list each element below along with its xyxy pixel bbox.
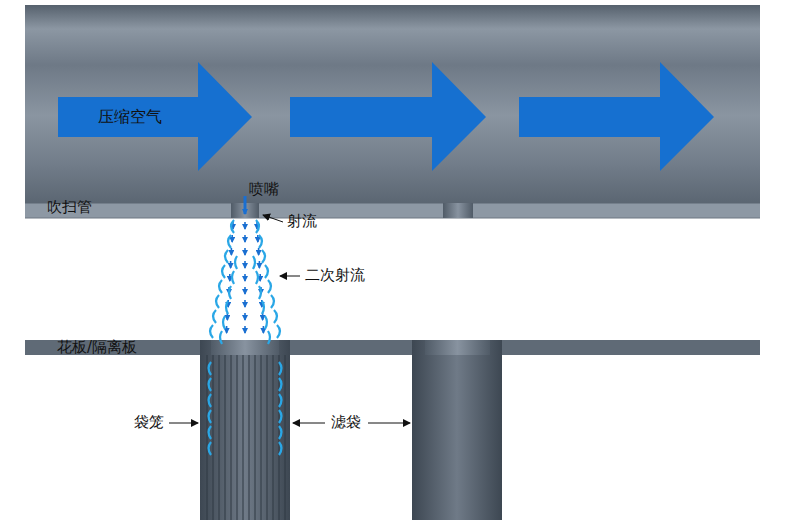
secondary-jet	[253, 256, 255, 269]
secondary-jet	[259, 235, 262, 248]
jet-arrow	[231, 235, 233, 242]
secondary-jet	[220, 331, 222, 344]
secondary-jet	[277, 325, 280, 338]
jet-label: 射流	[287, 212, 317, 230]
secondary-jet	[226, 301, 228, 314]
secondary-jet	[231, 220, 234, 233]
secondary-jet	[209, 362, 212, 375]
secondary-jet	[225, 250, 228, 263]
jet-arrow	[244, 313, 246, 320]
secondary-jet	[229, 286, 231, 299]
jet-arrow	[231, 248, 233, 255]
secondary-jet	[219, 280, 222, 293]
secondary-jet	[268, 331, 270, 344]
secondary-jet	[262, 301, 264, 314]
jet-arrow	[244, 287, 246, 294]
secondary-jet	[232, 271, 234, 284]
secondary-jet-label: 二次射流	[305, 266, 365, 284]
secondary-jet	[271, 295, 274, 308]
secondary-jet	[228, 235, 231, 248]
secondary-jet	[279, 426, 282, 439]
jet-arrow	[244, 300, 246, 307]
secondary-jet	[262, 250, 265, 263]
secondary-jet	[279, 410, 282, 423]
secondary-jet	[279, 394, 282, 407]
secondary-jet	[268, 280, 271, 293]
secondary-jet	[279, 442, 282, 455]
jet-arrow	[259, 261, 261, 268]
jet-arrow	[244, 274, 246, 281]
secondary-jet	[209, 426, 212, 439]
jet-arrow	[230, 261, 232, 268]
secondary-jet	[209, 394, 212, 407]
jet-arrow	[226, 326, 228, 333]
secondary-jet	[274, 310, 277, 323]
pipe-label: 吹扫管	[47, 198, 92, 216]
jet-arrow	[244, 222, 246, 229]
secondary-jet	[279, 378, 282, 391]
secondary-jet	[256, 271, 258, 284]
jet-arrow	[229, 274, 231, 281]
secondary-jet	[265, 316, 267, 329]
jet-arrow	[244, 326, 246, 333]
nozzle-label: 喷嘴	[249, 180, 279, 198]
secondary-jet	[223, 316, 225, 329]
secondary-jet	[216, 295, 219, 308]
jet-arrow	[244, 261, 246, 268]
jet-arrow	[244, 235, 246, 242]
secondary-jet	[279, 362, 282, 375]
secondary-jet	[209, 442, 212, 455]
jet-arrow	[244, 248, 246, 255]
jet-arrow	[259, 274, 261, 281]
flow-label: 压缩空气	[98, 107, 162, 128]
secondary-jet	[222, 265, 225, 278]
secondary-jet	[235, 256, 237, 269]
secondary-jet	[209, 410, 212, 423]
tube-sheet-label: 花板/隔离板	[57, 338, 137, 356]
jet-arrow	[258, 248, 260, 255]
flow-arrow: 压缩空气	[62, 100, 198, 134]
secondary-jet	[210, 325, 213, 338]
jet-arrow	[257, 235, 259, 242]
bag-label: 滤袋	[331, 413, 361, 431]
secondary-jet	[259, 286, 261, 299]
jet-arrow	[263, 326, 265, 333]
cage-label: 袋笼	[134, 413, 164, 431]
secondary-jet	[213, 310, 216, 323]
secondary-jet	[209, 378, 212, 391]
secondary-jet	[265, 265, 268, 278]
secondary-jet	[256, 220, 259, 233]
